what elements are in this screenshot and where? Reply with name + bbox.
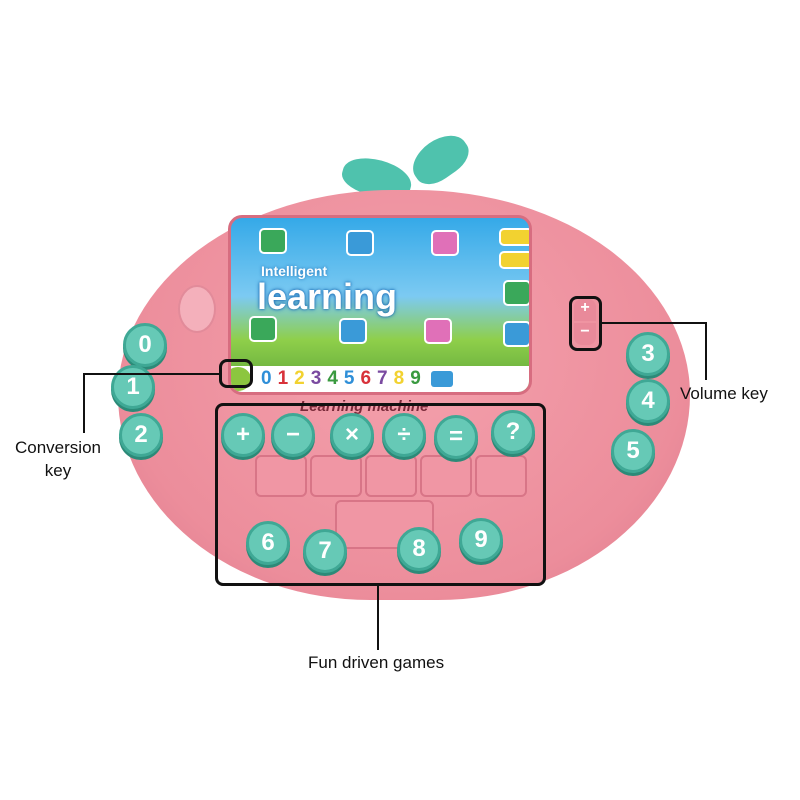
key-pad [365, 455, 417, 497]
conversion-callout-line [83, 373, 219, 375]
volume-down-icon[interactable] [499, 251, 529, 269]
conversion-callout-box [219, 359, 253, 388]
volume-callout-box [569, 296, 602, 351]
screen-digit: 1 [277, 368, 289, 389]
screen-title-small: Intelligent [261, 263, 328, 279]
number-key[interactable]: 2 [119, 413, 163, 457]
number-key[interactable]: 3 [626, 332, 670, 376]
volume-up-button[interactable]: + [574, 299, 596, 321]
screen-digit: 8 [393, 368, 405, 389]
operator-key[interactable]: × [330, 413, 374, 457]
screen-title-big: learning [257, 276, 398, 317]
number-key[interactable]: 5 [611, 429, 655, 473]
conversion-callout-line [83, 373, 85, 433]
volume-up-icon[interactable] [499, 228, 529, 246]
volume-callout-line [602, 322, 707, 324]
operator-key[interactable]: ÷ [382, 413, 426, 457]
screen-digit: 3 [310, 368, 322, 389]
volume-callout-line [705, 322, 707, 380]
games-callout-line [377, 586, 379, 650]
game-app-icon[interactable] [431, 230, 459, 256]
screen-digit: 5 [343, 368, 355, 389]
games-callout-box [215, 403, 546, 586]
home-button[interactable] [178, 285, 216, 333]
operator-key[interactable]: ? [491, 410, 535, 454]
screen-digit: 6 [360, 368, 372, 389]
power-icon[interactable] [503, 280, 529, 306]
screen-digit: 2 [294, 368, 305, 389]
volume-key-label: Volume key [680, 384, 768, 403]
key-pad [310, 455, 362, 497]
number-key[interactable]: 0 [123, 323, 167, 367]
volume-down-button[interactable]: − [574, 323, 596, 345]
number-key[interactable]: 6 [246, 521, 290, 565]
screen-digit: 0 [261, 368, 272, 389]
number-key[interactable]: 1 [111, 365, 155, 409]
screen-digit: 9 [410, 368, 421, 389]
song-app-icon[interactable] [249, 316, 277, 342]
operator-key[interactable]: + [221, 413, 265, 457]
camera-icon[interactable] [430, 371, 453, 387]
story-app-icon[interactable] [339, 318, 367, 344]
conversion-key-label: Conversion key [15, 438, 101, 480]
number-key[interactable]: 7 [303, 529, 347, 573]
learning-machine-label: Learning machine [300, 398, 429, 415]
number-key[interactable]: 8 [397, 527, 441, 571]
number-key[interactable]: 4 [626, 379, 670, 423]
key-pad [255, 455, 307, 497]
operator-key[interactable]: − [271, 413, 315, 457]
number-key[interactable]: 9 [459, 518, 503, 562]
leaf-right [404, 126, 476, 192]
fun-games-label: Fun driven games [308, 653, 445, 672]
music-app-icon[interactable] [346, 230, 374, 256]
whatsapp-app-icon[interactable] [259, 228, 287, 254]
screen-digit: 7 [377, 368, 388, 389]
english-app-icon[interactable] [424, 318, 452, 344]
play-pause-icon[interactable] [503, 321, 529, 347]
key-pad [475, 455, 527, 497]
screen-digit: 4 [327, 368, 338, 389]
operator-key[interactable]: = [434, 415, 478, 459]
